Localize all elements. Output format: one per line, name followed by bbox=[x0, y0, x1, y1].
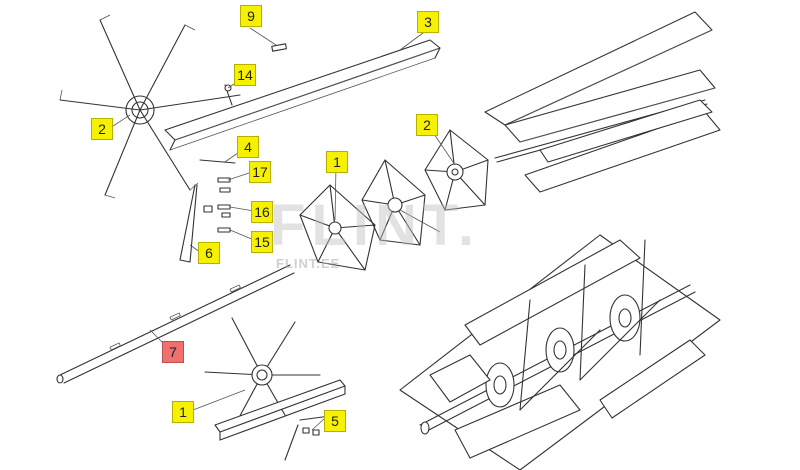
callout-15: 15 bbox=[251, 231, 273, 253]
pins-9-14 bbox=[224, 43, 287, 106]
callout-3: 3 bbox=[417, 11, 439, 33]
callout-9: 9 bbox=[240, 5, 262, 27]
callout-1-center: 1 bbox=[326, 151, 348, 173]
callout-5: 5 bbox=[324, 410, 346, 432]
watermark-brand: FLINT. bbox=[270, 193, 480, 258]
star-wheel-top-left bbox=[59, 14, 241, 199]
center-wheel-3 bbox=[424, 129, 489, 211]
center-wheel-1 bbox=[299, 184, 376, 271]
assembled-reel bbox=[399, 234, 721, 470]
callout-6: 6 bbox=[198, 242, 220, 264]
callout-4: 4 bbox=[237, 136, 259, 158]
callout-14: 14 bbox=[234, 64, 256, 86]
center-wheel-2 bbox=[361, 159, 441, 246]
callout-17: 17 bbox=[249, 161, 271, 183]
callout-1-bottom: 1 bbox=[172, 401, 194, 423]
long-plate-item-3 bbox=[164, 39, 441, 151]
star-wheel-bottom bbox=[204, 317, 346, 461]
blades-top-right bbox=[484, 11, 721, 193]
callout-7-highlighted: 7 bbox=[162, 341, 184, 363]
callout-2-top-left: 2 bbox=[91, 118, 113, 140]
callout-16: 16 bbox=[251, 201, 273, 223]
shaft-item-7 bbox=[56, 264, 295, 384]
callout-2-center: 2 bbox=[416, 114, 438, 136]
watermark-url: FLINT.EE bbox=[276, 256, 341, 271]
small-parts-group bbox=[179, 159, 236, 263]
